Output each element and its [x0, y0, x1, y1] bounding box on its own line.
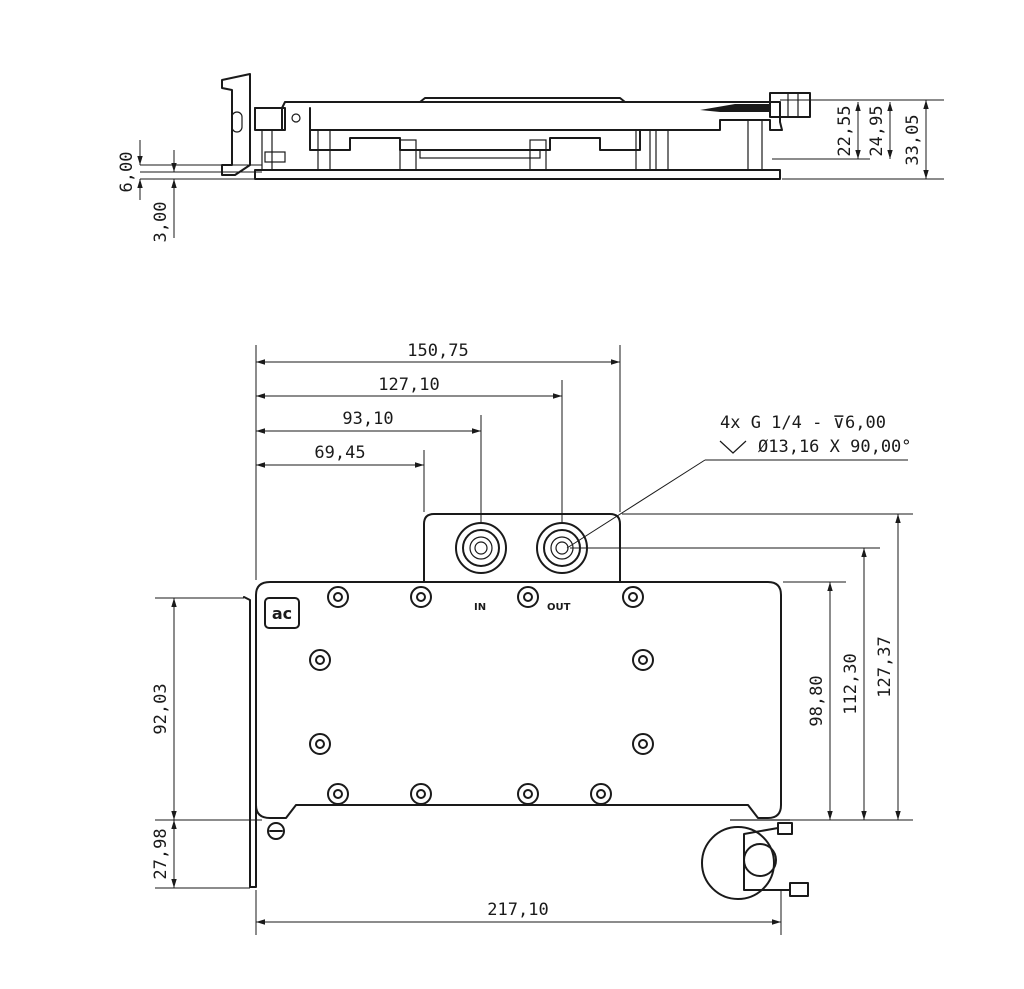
svg-text:ac: ac — [272, 604, 292, 623]
dim-3-00: 3,00 — [151, 202, 171, 243]
side-block-body — [254, 101, 783, 131]
dim-6-00: 6,00 — [117, 152, 137, 193]
dim-150-75: 150,75 — [407, 341, 468, 361]
side-left-block — [254, 107, 286, 131]
dim-92-03: 92,03 — [151, 683, 171, 734]
side-fan-connector — [769, 92, 811, 118]
port-in — [455, 522, 507, 574]
side-terminal-block — [700, 104, 770, 112]
port-out-label: OUT — [547, 602, 571, 613]
top-terminal-block — [423, 513, 621, 583]
side-slot-bracket — [221, 73, 251, 176]
dim-98-80: 98,80 — [807, 675, 827, 726]
top-pci-bracket — [243, 596, 257, 888]
dim-112-30: 112,30 — [841, 653, 861, 714]
port-in-label: IN — [474, 602, 486, 613]
brand-logo: ac — [264, 597, 300, 629]
side-screw — [291, 113, 301, 123]
countersink-symbol — [719, 440, 747, 454]
dim-93-10: 93,10 — [342, 409, 393, 429]
top-view: IN OUT ac — [151, 341, 913, 935]
dim-33-05: 33,05 — [903, 114, 923, 165]
dim-217-10: 217,10 — [487, 900, 548, 920]
bracket-screw — [267, 822, 285, 840]
dim-127-10: 127,10 — [378, 375, 439, 395]
side-pcb — [254, 169, 781, 180]
mounting-screws — [309, 586, 654, 805]
top-main-plate — [255, 581, 782, 819]
thread-note-line2: Ø13,16 X 90,00° — [758, 437, 912, 457]
thread-note-line1: 4x G 1/4 - ⊽6,00 — [720, 413, 886, 433]
dim-24-95: 24,95 — [867, 105, 887, 156]
dim-127-37: 127,37 — [875, 636, 895, 697]
fan-cable — [701, 819, 809, 900]
dim-22-55: 22,55 — [835, 105, 855, 156]
dim-27-98: 27,98 — [151, 828, 171, 879]
side-standoffs — [261, 119, 763, 171]
side-bracket-slot — [231, 111, 243, 133]
side-view: 6,00 3,00 22,55 24,95 33,05 — [117, 73, 944, 243]
dim-69-45: 69,45 — [314, 443, 365, 463]
